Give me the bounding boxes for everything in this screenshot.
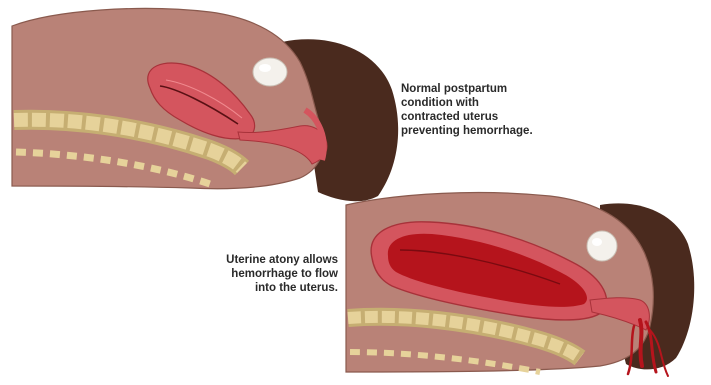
caption-uterine-atony: Uterine atony allows hemorrhage to flow …: [120, 253, 338, 295]
bladder-highlight: [259, 64, 271, 72]
uterine-atony-illustration: [346, 193, 694, 376]
normal-postpartum-illustration: [12, 8, 398, 201]
bladder-bottom: [587, 231, 617, 261]
caption-normal-postpartum: Normal postpartum condition with contrac…: [401, 82, 631, 138]
bladder-top: [253, 58, 287, 86]
bladder-highlight-2: [592, 238, 602, 246]
